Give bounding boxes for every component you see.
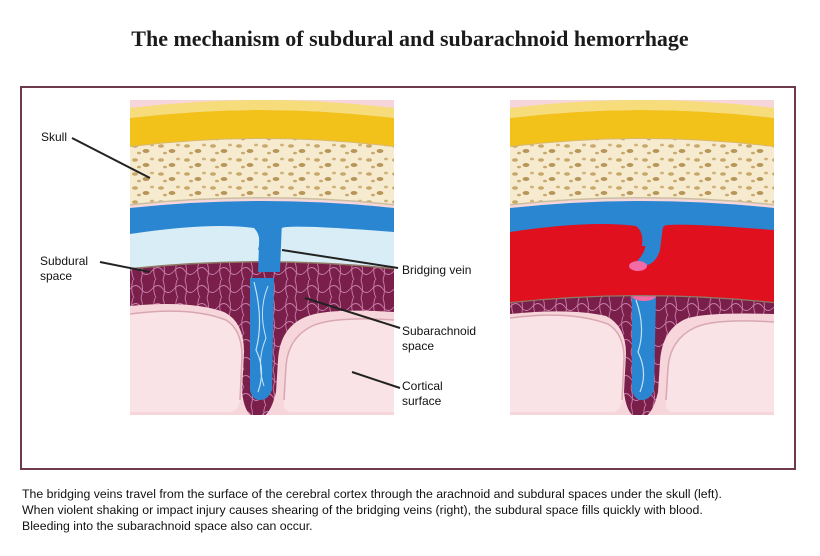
normal-anatomy-illustration — [130, 100, 394, 415]
diagram-title: The mechanism of subdural and subarachno… — [131, 26, 689, 51]
subdural-space-label: Subdural space — [40, 254, 89, 283]
subarachnoid-space-label: Subarachnoid space — [402, 324, 477, 353]
figure-caption: The bridging veins travel from the surfa… — [22, 487, 722, 533]
sheared-vein-illustration — [510, 100, 774, 415]
bridging-vein-label: Bridging vein — [402, 263, 472, 277]
skull-label: Skull — [41, 130, 68, 144]
cortical-surface-label: Cortical surface — [402, 379, 443, 408]
